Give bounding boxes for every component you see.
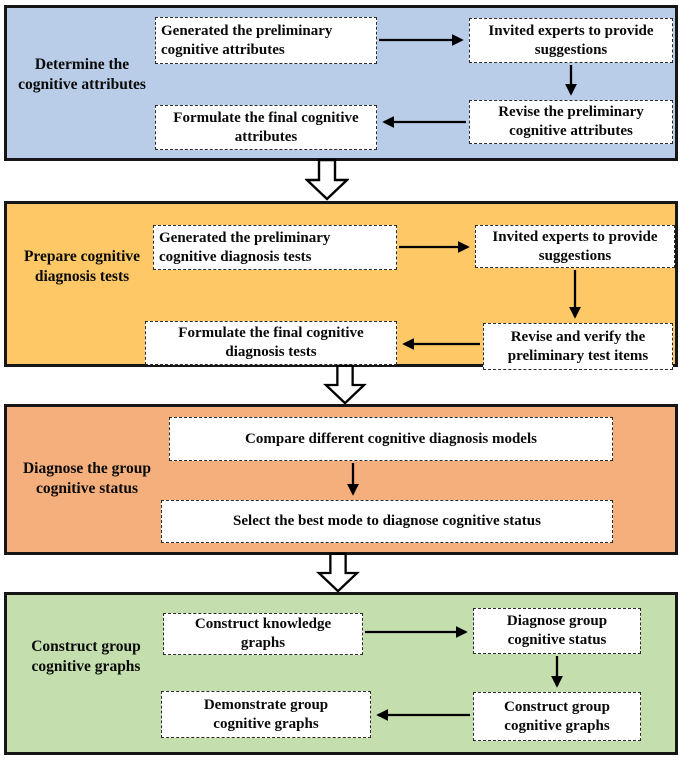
flow-box-compare-models: Compare different cognitive diagnosis mo… bbox=[169, 417, 613, 461]
section-label: Construct group cognitive graphs bbox=[31, 638, 141, 675]
flow-box-revise-preliminary-attributes: Revise the preliminary cognitive attribu… bbox=[469, 100, 673, 144]
section-prepare-cognitive-diagnosis-tests: Prepare cognitive diagnosis tests Genera… bbox=[4, 201, 678, 370]
flow-box-generated-preliminary-attributes: Generated the preliminary cognitive attr… bbox=[155, 17, 377, 64]
flow-box-revise-verify-test-items: Revise and verify the preliminary test i… bbox=[483, 323, 673, 370]
flow-box-construct-group-graphs: Construct group cognitive graphs bbox=[473, 692, 641, 741]
flow-box-invited-experts: Invited experts to provide suggestions bbox=[469, 18, 673, 63]
section-label: Determine the cognitive attributes bbox=[18, 56, 146, 93]
block-arrow-down-icon bbox=[316, 552, 360, 593]
section-diagnose-group-cognitive-status: Diagnose the group cognitive status Comp… bbox=[4, 404, 678, 555]
block-arrow-down-icon bbox=[305, 158, 349, 201]
flow-box-formulate-final-attributes: Formulate the final cognitive attributes bbox=[155, 105, 377, 150]
section-label: Diagnose the group cognitive status bbox=[22, 460, 152, 497]
flow-box-formulate-final-tests: Formulate the final cognitive diagnosis … bbox=[145, 321, 397, 365]
section-determine-cognitive-attributes: Determine the cognitive attributes Gener… bbox=[4, 5, 678, 161]
flow-box-generated-preliminary-tests: Generated the preliminary cognitive diag… bbox=[153, 225, 397, 270]
flow-box-demonstrate-group-graphs: Demonstrate group cognitive graphs bbox=[161, 691, 371, 738]
block-arrow-down-icon bbox=[323, 364, 367, 405]
section-construct-group-cognitive-graphs: Construct group cognitive graphs Constru… bbox=[4, 592, 678, 755]
section-label: Prepare cognitive diagnosis tests bbox=[23, 248, 141, 285]
flow-box-construct-knowledge-graphs: Construct knowledge graphs bbox=[163, 613, 363, 655]
flow-box-diagnose-group-status: Diagnose group cognitive status bbox=[473, 608, 641, 654]
flow-box-invited-experts: Invited experts to provide suggestions bbox=[475, 225, 675, 268]
flow-box-select-best-mode: Select the best mode to diagnose cogniti… bbox=[161, 500, 613, 543]
